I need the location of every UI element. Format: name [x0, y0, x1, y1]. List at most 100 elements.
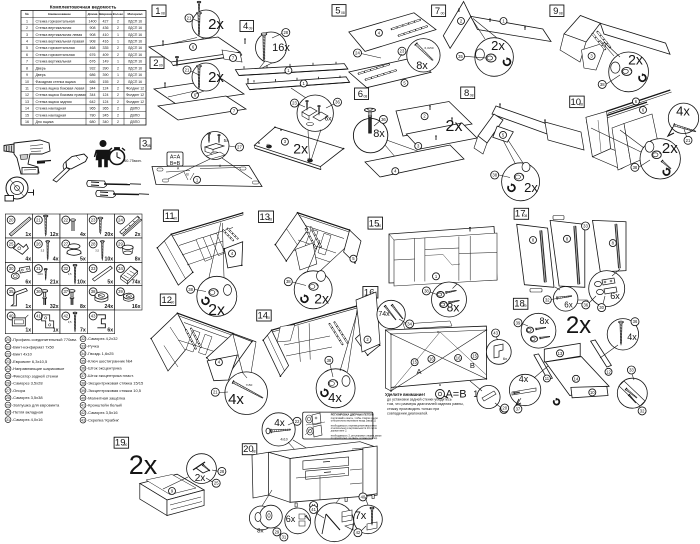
- svg-text:3,5: 3,5: [95, 248, 99, 252]
- svg-text:4x: 4x: [328, 390, 342, 405]
- svg-text:23: 23: [91, 218, 96, 223]
- svg-text:38: 38: [188, 287, 193, 292]
- svg-text:00: 00: [173, 216, 177, 220]
- svg-text:2: 2: [117, 19, 119, 23]
- svg-text:4x: 4x: [519, 374, 529, 384]
- svg-text:00: 00: [441, 11, 445, 15]
- svg-text:4x: 4x: [25, 256, 31, 262]
- svg-text:12: 12: [162, 295, 173, 306]
- svg-text:36: 36: [381, 117, 386, 122]
- svg-text:680: 680: [90, 120, 96, 124]
- svg-text:24: 24: [6, 367, 10, 371]
- svg-text:468: 468: [90, 46, 96, 50]
- svg-text:23: 23: [292, 101, 297, 106]
- svg-text:35: 35: [81, 359, 85, 363]
- svg-text:390: 390: [103, 73, 109, 77]
- svg-text:686: 686: [90, 73, 96, 77]
- svg-text:Стенка накладная: Стенка накладная: [36, 107, 67, 111]
- svg-text:-Шток эксцентрика пласт.: -Шток эксцентрика пласт.: [87, 373, 134, 378]
- svg-text:16x: 16x: [272, 42, 290, 54]
- svg-text:08: 08: [147, 144, 151, 148]
- svg-text:5x: 5x: [80, 256, 86, 262]
- svg-text:-Саморез 4,2х32: -Саморез 4,2х32: [87, 336, 119, 341]
- svg-text:Стенка ящика боковая левая: Стенка ящика боковая левая: [36, 87, 85, 91]
- svg-text:до установки задней стенки убе: до установки задней стенки убедитесь: [387, 398, 452, 402]
- svg-text:Материал: Материал: [127, 12, 142, 16]
- svg-text:12x: 12x: [50, 232, 59, 238]
- svg-text:7: 7: [233, 109, 236, 114]
- svg-text:-Направляющие шариковые: -Направляющие шариковые: [12, 366, 65, 371]
- svg-text:7х50: 7х50: [246, 383, 253, 387]
- svg-text:932: 932: [90, 66, 96, 70]
- svg-text:6x: 6x: [503, 356, 507, 361]
- svg-text:2: 2: [117, 53, 119, 57]
- svg-text:B: B: [470, 361, 475, 370]
- svg-text:ДВПО: ДВПО: [130, 107, 140, 111]
- svg-text:28: 28: [91, 242, 96, 247]
- svg-text:27: 27: [237, 145, 242, 150]
- svg-text:Стенка вертикальная левая: Стенка вертикальная левая: [36, 33, 83, 37]
- svg-text:36: 36: [81, 367, 85, 371]
- svg-text:2x: 2x: [195, 473, 206, 484]
- svg-text:155: 155: [103, 80, 109, 84]
- svg-text:30: 30: [9, 266, 14, 271]
- svg-text:7x: 7x: [355, 510, 367, 522]
- svg-text:15: 15: [369, 219, 380, 230]
- svg-text:20: 20: [6, 338, 10, 342]
- svg-text:22: 22: [295, 419, 300, 424]
- svg-text:31: 31: [282, 535, 287, 540]
- svg-text:4x: 4x: [274, 418, 285, 429]
- svg-text:21: 21: [185, 68, 190, 73]
- svg-text:124: 124: [103, 87, 109, 91]
- svg-text:1x: 1x: [25, 232, 31, 238]
- svg-text:7x: 7x: [80, 328, 86, 334]
- svg-text:4х10: 4х10: [280, 438, 287, 442]
- svg-text:28: 28: [6, 396, 10, 400]
- svg-text:6: 6: [635, 99, 638, 104]
- svg-text:3,5: 3,5: [68, 320, 72, 324]
- svg-text:держат винт 2.: держат винт 2.: [331, 430, 348, 433]
- svg-text:1x: 1x: [25, 328, 31, 334]
- svg-text:6: 6: [358, 89, 363, 100]
- svg-text:28: 28: [283, 30, 288, 35]
- svg-text:-Винт 4х10: -Винт 4х10: [12, 352, 33, 357]
- svg-text:Фасадная стенка ящика: Фасадная стенка ящика: [36, 80, 76, 84]
- svg-text:38: 38: [286, 279, 291, 284]
- svg-text:14: 14: [574, 376, 579, 381]
- svg-text:38: 38: [81, 382, 85, 386]
- svg-text:2: 2: [117, 46, 119, 50]
- svg-text:6x: 6x: [286, 514, 296, 524]
- svg-text:4: 4: [218, 360, 221, 365]
- svg-text:40: 40: [9, 314, 14, 319]
- svg-text:08: 08: [559, 11, 563, 15]
- svg-text:08: 08: [524, 214, 528, 218]
- svg-text:33: 33: [583, 224, 588, 229]
- svg-text:33: 33: [81, 345, 85, 349]
- svg-text:1400: 1400: [89, 19, 97, 23]
- svg-text:365: 365: [103, 107, 109, 111]
- svg-text:965: 965: [90, 107, 96, 111]
- svg-text:5: 5: [502, 132, 505, 137]
- svg-text:A=B: A=B: [445, 389, 466, 401]
- svg-text:ЛДСП 16: ЛДСП 16: [128, 40, 142, 44]
- svg-text:29: 29: [275, 529, 280, 534]
- svg-text:8x: 8x: [135, 256, 141, 262]
- svg-text:2: 2: [460, 19, 463, 24]
- svg-text:31: 31: [36, 266, 41, 271]
- svg-text:27: 27: [63, 242, 68, 247]
- svg-text:1: 1: [117, 60, 119, 64]
- svg-text:1: 1: [155, 6, 160, 17]
- svg-text:344: 344: [90, 93, 96, 97]
- svg-text:20: 20: [9, 218, 14, 223]
- svg-text:-Саморез 3,5х28: -Саморез 3,5х28: [12, 381, 44, 386]
- svg-text:1: 1: [26, 19, 28, 23]
- svg-text:4x: 4x: [228, 391, 244, 408]
- svg-text:1: 1: [303, 81, 306, 86]
- svg-text:74x: 74x: [132, 280, 141, 286]
- svg-text:2x: 2x: [566, 312, 591, 339]
- svg-text:43: 43: [493, 331, 498, 336]
- svg-text:23: 23: [6, 360, 10, 364]
- svg-text:ЛДСП 16: ЛДСП 16: [128, 53, 142, 57]
- svg-text:2x: 2x: [208, 16, 224, 33]
- svg-text:09: 09: [249, 26, 253, 30]
